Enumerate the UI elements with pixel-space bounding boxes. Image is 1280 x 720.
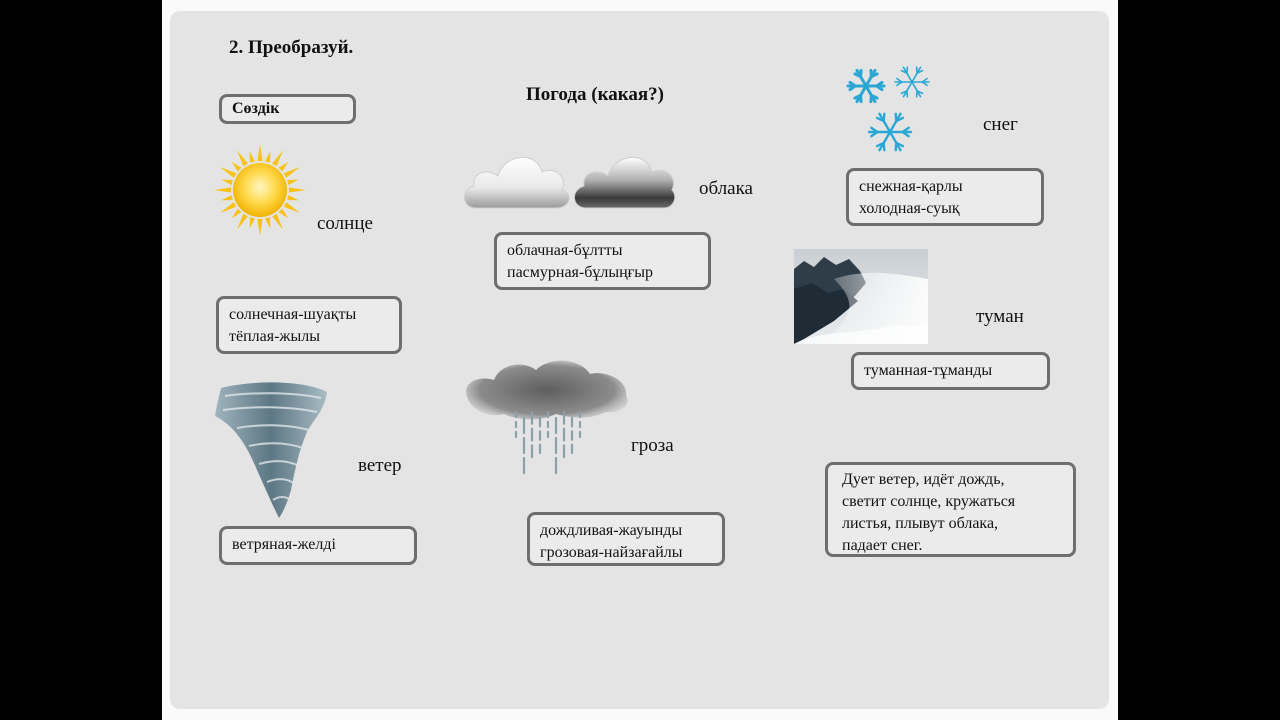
- weather-heading: Погода (какая?): [526, 84, 665, 105]
- fog-line-1: туманная-тұманды: [864, 362, 993, 379]
- storm-line-2: грозовая-найзағайлы: [540, 544, 683, 561]
- snow-line-1: снежная-қарлы: [859, 178, 963, 195]
- dictionary-label: Сөздік: [232, 100, 280, 117]
- sun-word-box: солнечная-шуақты тёплая-жылы: [216, 296, 402, 354]
- sun-line-2: тёплая-жылы: [229, 328, 320, 345]
- sentence-line-4: падает снег.: [842, 537, 923, 554]
- sun-line-1: солнечная-шуақты: [229, 306, 357, 323]
- clouds-icon: [458, 146, 678, 216]
- sun-word: солнце: [317, 213, 373, 234]
- snow-word-box: снежная-қарлы холодная-суық: [846, 168, 1044, 226]
- sentence-line-2: светит солнце, кружаться: [842, 493, 1016, 510]
- tornado-icon: [213, 380, 331, 520]
- fog-photo: [794, 249, 928, 344]
- clouds-word: облака: [699, 178, 753, 199]
- sentence-line-3: листья, плывут облака,: [842, 515, 999, 532]
- slide-title: 2. Преобразуй.: [229, 37, 354, 58]
- clouds-word-box: облачная-бұлтты пасмурная-бұлыңғыр: [494, 232, 711, 290]
- snowflake-icon: [842, 62, 938, 158]
- rain-cloud-icon: [460, 352, 635, 478]
- sentence-line-1: Дует ветер, идёт дождь,: [842, 471, 1005, 488]
- fog-word-box: туманная-тұманды: [851, 352, 1050, 390]
- clouds-line-1: облачная-бұлтты: [507, 242, 623, 259]
- storm-word-box: дождливая-жауынды грозовая-найзағайлы: [527, 512, 725, 566]
- wind-line-1: ветряная-желді: [232, 536, 336, 553]
- sun-icon: [213, 143, 307, 237]
- storm-word: гроза: [631, 435, 674, 456]
- clouds-line-2: пасмурная-бұлыңғыр: [507, 264, 653, 281]
- wind-word: ветер: [358, 455, 402, 476]
- snow-word: снег: [983, 114, 1018, 135]
- sentence-box: Дует ветер, идёт дождь, светит солнце, к…: [825, 462, 1076, 557]
- storm-line-1: дождливая-жауынды: [540, 522, 683, 539]
- fog-word: туман: [976, 306, 1024, 327]
- snow-line-2: холодная-суық: [859, 200, 960, 217]
- dictionary-label-box: Сөздік: [219, 94, 356, 124]
- wind-word-box: ветряная-желді: [219, 526, 417, 565]
